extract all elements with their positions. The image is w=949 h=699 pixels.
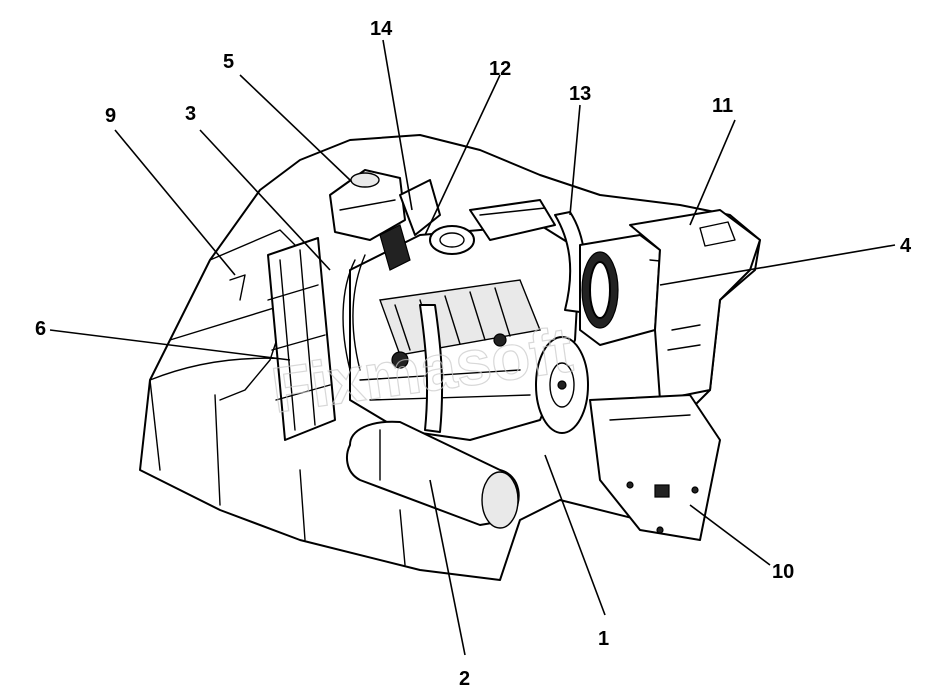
leader-14 [382,39,413,211]
callout-5: 5 [223,51,234,73]
callout-9: 9 [105,105,116,127]
side-bracket [589,394,721,541]
leader-9 [114,129,236,276]
intake-manifold [379,179,556,271]
muffler [346,420,520,529]
callout-12: 12 [489,58,511,80]
engine-block [349,224,581,441]
leader-6 [49,329,291,361]
callout-2: 2 [459,668,470,690]
air-filter [579,234,711,346]
leader-12 [424,74,501,236]
leader-4 [659,244,896,286]
leader-lines [49,39,896,656]
callout-10: 10 [772,561,794,583]
callout-13: 13 [569,83,591,105]
callout-4: 4 [900,235,912,257]
callout-labels: 1 2 3 4 5 6 9 10 11 12 13 14 [35,18,912,690]
callout-14: 14 [370,18,393,40]
callout-6: 6 [35,318,46,340]
flywheel [535,336,589,434]
radiator [267,237,336,441]
leader-2 [429,479,466,656]
leader-13 [569,104,581,216]
leader-3 [199,129,331,271]
callout-11: 11 [712,95,733,117]
leader-11 [689,119,736,226]
leader-10 [689,504,771,566]
leader-5 [239,74,351,181]
callout-3: 3 [185,103,196,125]
callout-1: 1 [598,628,609,650]
rear-tank [629,209,761,401]
coolant-tank [329,169,406,241]
leader-1 [544,454,606,616]
